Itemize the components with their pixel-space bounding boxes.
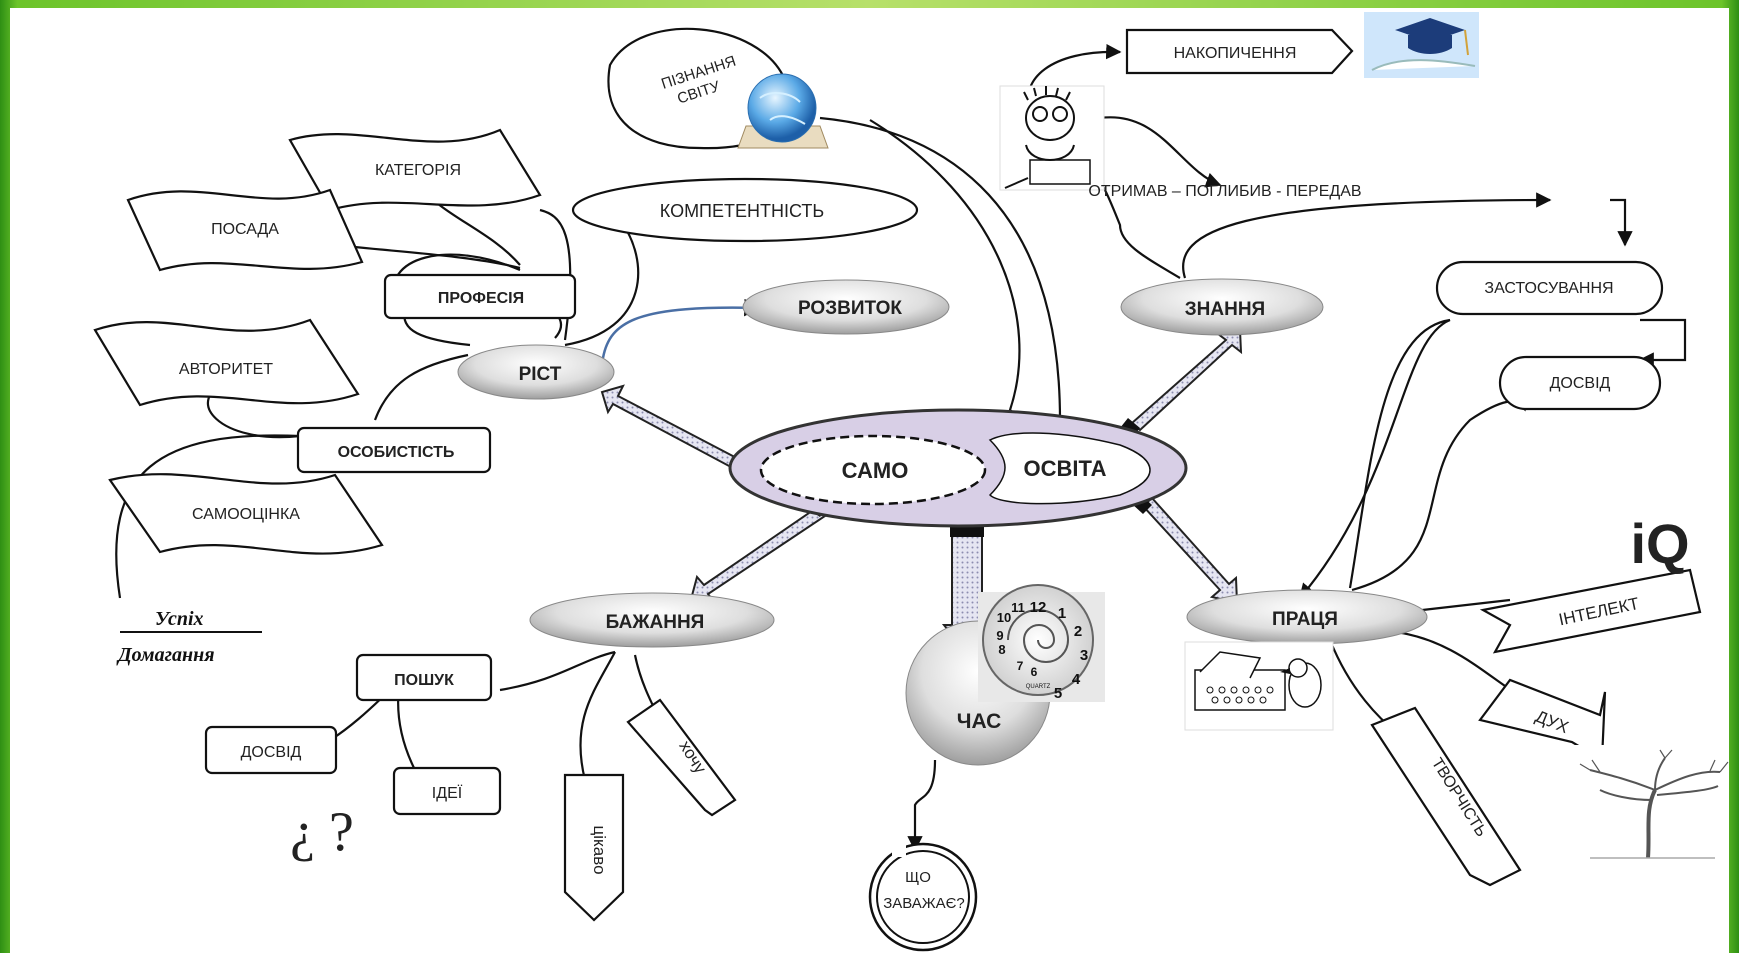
clock-num-6: 6	[1031, 665, 1038, 679]
osobystist-label: ОСОБИСТІСТЬ	[338, 444, 455, 461]
node-rozvytok-label: РОЗВИТОК	[798, 298, 902, 319]
node-bazhannia	[529, 592, 775, 648]
kompetentnist-label: КОМПЕТЕНТНІСТЬ	[660, 201, 824, 221]
dosvid-left-label: ДОСВІД	[241, 744, 302, 761]
zastosuvannia-label: ЗАСТОСУВАННЯ	[1484, 280, 1613, 297]
dosvid-right-label: ДОСВІД	[1550, 375, 1611, 392]
center-node: САМО ОСВІТА	[728, 408, 1188, 528]
clock-icon: 12 1 2 3 4 5 6 7 8 9 10 11 QUARTZ	[978, 584, 1105, 702]
posada-label: ПОСАДА	[211, 221, 279, 238]
idei-label: ІДЕЇ	[432, 784, 463, 802]
poshuk-label: ПОШУК	[394, 672, 454, 689]
tree-icon	[1574, 745, 1729, 861]
clock-num-1: 1	[1058, 605, 1066, 622]
piznannia-svitu-bubble: ПІЗНАННЯ СВІТУ	[607, 27, 791, 150]
node-znannia-label: ЗНАННЯ	[1185, 299, 1265, 320]
zastosuvannia-box	[1435, 260, 1664, 316]
avtorytet-banner	[93, 318, 360, 407]
student-cartoon-icon	[999, 85, 1105, 191]
dosvid-left-box	[204, 725, 338, 775]
obstacle-label-2: ЗАВАЖАЄ?	[883, 895, 965, 912]
uspikh-label: Успіх	[155, 608, 204, 630]
arrow-to-znannia	[1130, 328, 1243, 432]
obstacle-circle: ЩО ЗАВАЖАЄ?	[868, 842, 978, 952]
dosvid-right-box	[1498, 355, 1662, 411]
node-rist	[457, 344, 615, 400]
tsikavo-label: цікаво	[590, 825, 609, 874]
center-label-left: САМО	[842, 458, 909, 483]
globe-book-icon	[737, 73, 829, 149]
clock-brand: QUARTZ	[1026, 684, 1051, 690]
khochu-banner	[626, 698, 737, 817]
profesiia-box	[383, 273, 577, 320]
clock-num-4: 4	[1072, 671, 1081, 688]
clock-num-2: 2	[1074, 623, 1082, 640]
intelekt-banner	[1479, 568, 1702, 654]
radial-arrows	[600, 328, 1243, 657]
samootsinka-banner	[108, 473, 384, 555]
node-rist-label: РІСТ	[519, 364, 562, 385]
posada-banner	[126, 188, 364, 272]
nakopychennia-label: НАКОПИЧЕННЯ	[1174, 45, 1297, 62]
osobystist-box	[296, 426, 492, 474]
clock-num-3: 3	[1080, 647, 1088, 664]
node-pratsia-label: ПРАЦЯ	[1272, 609, 1338, 630]
arrow-to-bazhannia	[688, 500, 833, 604]
typewriter-bird-icon	[1184, 641, 1334, 731]
uspikh-fraction: Успіх Домагання	[116, 608, 262, 666]
kompetentnist-ellipse	[571, 177, 919, 243]
kategoriia-label: КАТЕГОРІЯ	[375, 162, 461, 179]
cycle-label: ОТРИМАВ – ПОГЛИБИВ - ПЕРЕДАВ	[1088, 183, 1361, 200]
dukh-banner	[1478, 678, 1607, 762]
node-znannia	[1120, 278, 1324, 336]
tvorchist-banner	[1370, 706, 1522, 887]
idei-box	[392, 766, 502, 816]
node-rozvytok	[742, 279, 950, 335]
node-chas-label: ЧАС	[957, 710, 1002, 733]
poshuk-box	[355, 653, 493, 702]
domagannia-label: Домагання	[116, 644, 215, 666]
arrow-to-pratsia	[1141, 496, 1239, 605]
profesiia-label: ПРОФЕСІЯ	[438, 290, 524, 307]
kategoriia-banner	[288, 128, 542, 212]
clock-num-5: 5	[1054, 685, 1062, 702]
clock-num-12: 12	[1030, 599, 1047, 616]
clock-num-11: 11	[1011, 600, 1025, 615]
graduation-cap-icon	[1364, 12, 1479, 78]
nakopychennia-box	[1125, 28, 1354, 75]
clock-num-10: 10	[997, 610, 1011, 625]
iq-logo: iQ	[1630, 512, 1689, 575]
samootsinka-label: САМООЦІНКА	[192, 506, 300, 523]
avtorytet-label: АВТОРИТЕТ	[179, 361, 273, 378]
center-label-right: ОСВІТА	[1024, 456, 1107, 481]
arrow-to-rist	[600, 384, 752, 476]
node-bazhannia-label: БАЖАННЯ	[606, 612, 705, 633]
question-marks: ¿ ?	[290, 801, 354, 863]
clock-num-8: 8	[998, 642, 1005, 657]
tsikavo-banner	[563, 773, 625, 922]
obstacle-label-1: ЩО	[905, 869, 931, 886]
clock-num-9: 9	[996, 628, 1003, 643]
clock-num-7: 7	[1017, 659, 1024, 673]
